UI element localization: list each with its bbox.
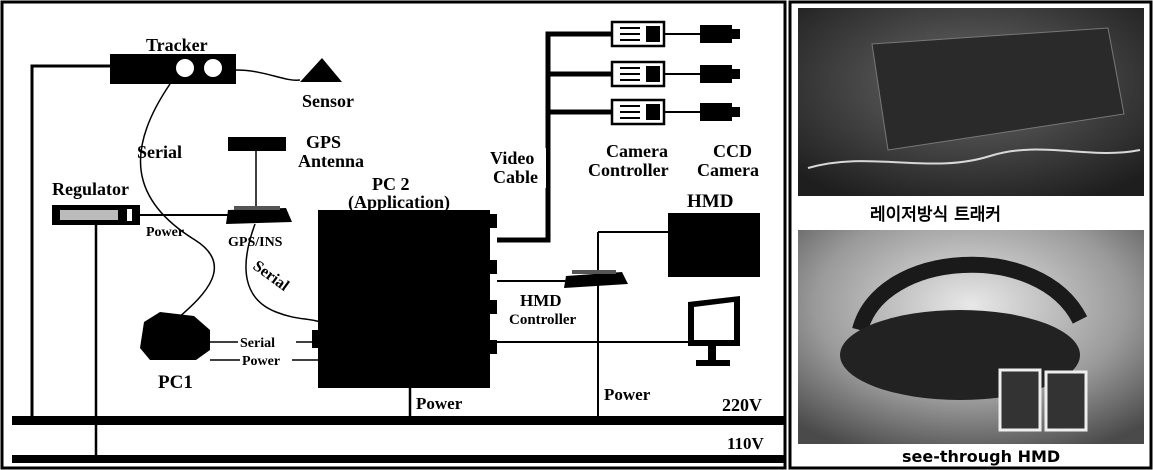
pc2-port bbox=[490, 340, 497, 354]
serial-gps-label: Serial bbox=[250, 257, 293, 295]
hmd-controller-top bbox=[572, 270, 616, 274]
pc2-port bbox=[490, 214, 497, 228]
regulator-display bbox=[60, 210, 118, 220]
ccd-camera-label-1: CCD bbox=[713, 141, 752, 161]
camera-unit bbox=[610, 20, 740, 48]
regulator-switch bbox=[127, 209, 132, 221]
serial-tracker-label: Serial bbox=[137, 142, 182, 162]
monitor-screen bbox=[694, 302, 734, 340]
power-hmd-label: Power bbox=[604, 385, 651, 404]
tracker-photo-caption: 레이저방식 트래커 bbox=[870, 205, 1001, 225]
sensor-icon bbox=[300, 58, 342, 82]
video-cable-label-2: Cable bbox=[493, 167, 538, 187]
serial-tracker-pc1-line bbox=[139, 83, 216, 319]
tracker-power-line bbox=[30, 64, 110, 418]
pc2-port bbox=[490, 260, 497, 274]
camera-unit bbox=[610, 60, 740, 88]
monitor-stand bbox=[708, 346, 716, 360]
serial-gps-pc2-line bbox=[245, 223, 321, 323]
gps-ins-top bbox=[234, 206, 280, 210]
gps-ins-device bbox=[226, 208, 292, 224]
regulator-label: Regulator bbox=[52, 179, 129, 199]
gps-ins-label: GPS/INS bbox=[228, 235, 283, 250]
pc1-label: PC1 bbox=[158, 372, 193, 393]
hmd-controller-device bbox=[564, 272, 628, 288]
hmd-controller-label-1: HMD bbox=[520, 291, 562, 310]
pc2-port bbox=[490, 300, 497, 314]
camera-unit bbox=[610, 98, 740, 126]
monitor-base bbox=[696, 360, 730, 366]
tracker-label: Tracker bbox=[146, 35, 208, 55]
gps-antenna-label-1: GPS bbox=[306, 132, 341, 152]
sensor-label: Sensor bbox=[302, 91, 354, 111]
diagram-frame bbox=[0, 0, 787, 470]
tracker-photo-device bbox=[871, 27, 1125, 151]
bus-220v-label: 220V bbox=[722, 395, 762, 415]
tracker-lens bbox=[204, 59, 222, 77]
camera-controller-label-2: Controller bbox=[588, 160, 669, 180]
camera-controller-label-1: Camera bbox=[606, 141, 668, 161]
hmd-controller-label-2: Controller bbox=[509, 312, 577, 328]
serial-pc1-label-bg bbox=[238, 334, 296, 350]
power-pc1-label-bg bbox=[240, 352, 292, 368]
power-pc1-label: Power bbox=[242, 354, 280, 369]
tracker-photo-cable bbox=[807, 148, 1141, 169]
video-cable-label-bg bbox=[488, 148, 546, 188]
pc2-port bbox=[312, 330, 319, 348]
video-cable bbox=[497, 31, 612, 243]
bus-110v-label: 110V bbox=[727, 434, 765, 453]
serial-pc1-label: Serial bbox=[240, 336, 275, 351]
gps-antenna-label-2: Antenna bbox=[298, 151, 364, 171]
photo-frame bbox=[788, 0, 1153, 470]
gps-antenna-icon bbox=[228, 137, 286, 151]
ccd-camera-label-2: Camera bbox=[697, 160, 759, 180]
bus-110v bbox=[12, 455, 784, 463]
hmd-photo-display bbox=[998, 368, 1042, 432]
bus-220v bbox=[12, 416, 784, 425]
power-pc2-label: Power bbox=[416, 394, 463, 413]
pc2-box bbox=[318, 210, 490, 388]
pc2-label-2: (Application) bbox=[348, 192, 450, 213]
pc1-device bbox=[140, 312, 210, 360]
pc2-label-1: PC 2 bbox=[372, 174, 410, 194]
video-cable-label-1: Video bbox=[490, 148, 534, 168]
tracker-sensor-cable bbox=[235, 69, 301, 81]
hmd-photo-body bbox=[840, 310, 1080, 400]
hmd-label: HMD bbox=[687, 191, 733, 212]
hmd-photo-caption: see-through HMD bbox=[902, 447, 1060, 466]
tracker-lens bbox=[176, 59, 194, 77]
power-regulator-label: Power bbox=[146, 225, 184, 240]
hmd-device bbox=[668, 213, 760, 277]
hmd-photo-headband bbox=[852, 256, 1088, 333]
hmd-photo-display bbox=[1044, 370, 1088, 432]
